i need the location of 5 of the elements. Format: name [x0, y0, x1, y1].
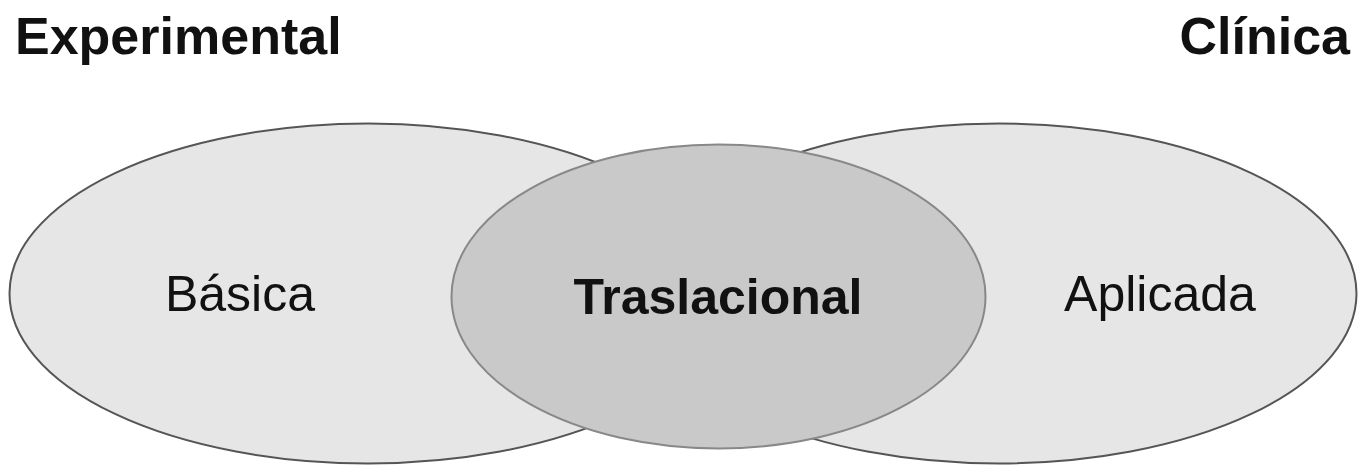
set-label: Traslacional — [573, 267, 863, 326]
heading: Experimental — [15, 6, 342, 66]
set-label: Aplicada — [1064, 264, 1256, 323]
set-label: Básica — [164, 264, 316, 323]
heading: Clínica — [1179, 6, 1350, 66]
